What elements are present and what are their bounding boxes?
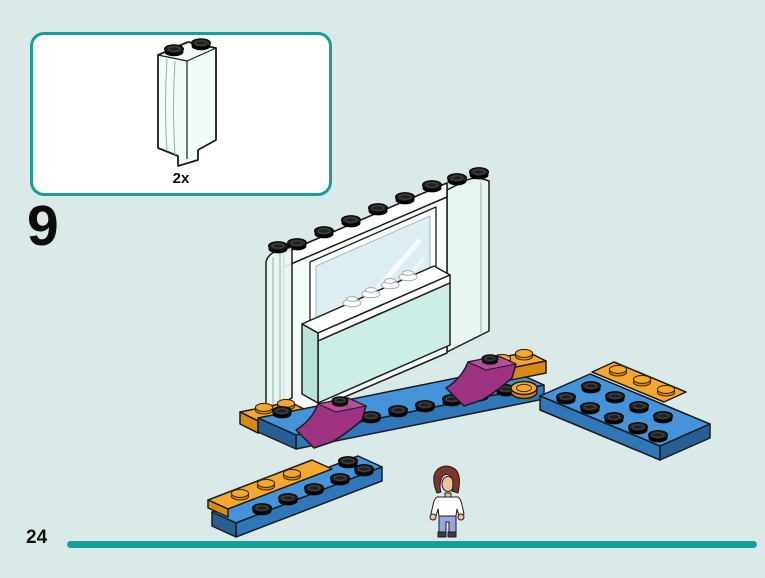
right-glass-panel	[446, 167, 490, 353]
foreground-wing-plates	[207, 455, 383, 538]
figure-hair	[433, 465, 460, 494]
counter-dishes	[342, 270, 418, 308]
round-orange-connector	[510, 380, 538, 400]
mini-doll-figure	[429, 465, 465, 538]
right-wing-plates	[539, 361, 711, 461]
left-glass-panel	[265, 241, 293, 411]
transparent-panel-part	[157, 38, 217, 167]
figure-hand-left	[429, 513, 437, 521]
figure-shoe-right	[447, 531, 457, 538]
figure-legs	[438, 515, 457, 533]
page-number: 24	[26, 527, 48, 548]
step-number: 9	[27, 194, 59, 258]
base-plates	[207, 348, 711, 538]
figure-hand-right	[457, 513, 465, 521]
part-preview-transparent-panel	[157, 38, 217, 167]
part-quantity-label: 2x	[172, 170, 190, 187]
progress-bar	[67, 541, 757, 548]
magenta-slope-right	[445, 354, 517, 407]
figure-torso	[430, 496, 465, 517]
counter	[301, 265, 451, 404]
magenta-slope-left	[295, 396, 367, 449]
figure-shoe-left	[437, 531, 447, 538]
parts-callout: 2x	[30, 32, 332, 196]
wall-assembly	[265, 167, 490, 424]
